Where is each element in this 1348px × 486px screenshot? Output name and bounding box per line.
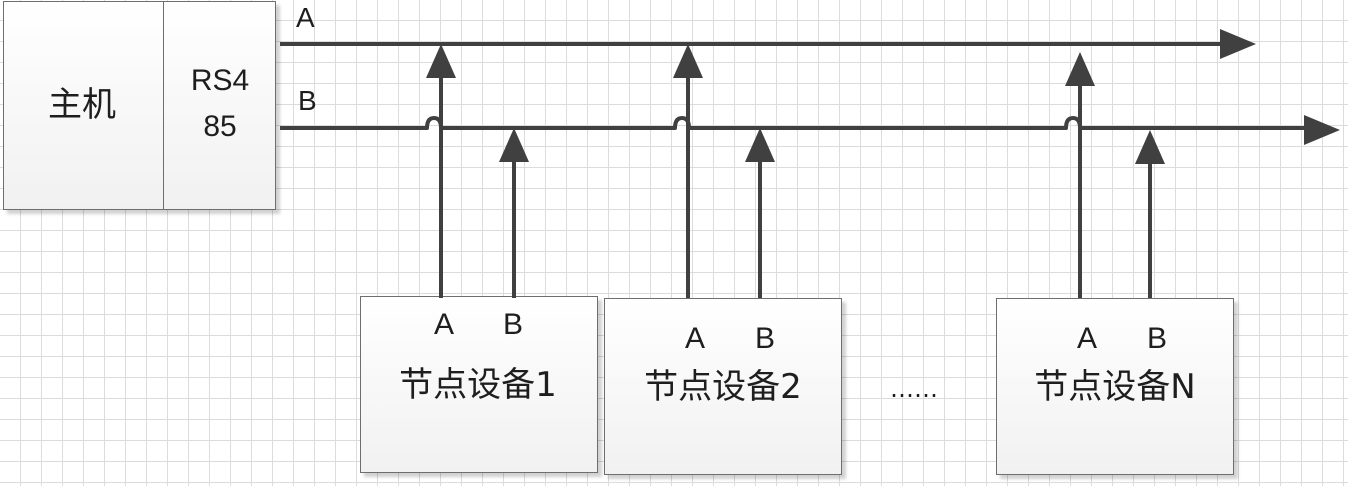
node-box-1 bbox=[360, 296, 598, 473]
host-box bbox=[3, 1, 276, 210]
node-n-pin-a: A bbox=[1076, 322, 1098, 355]
node-2-pin-b: B bbox=[754, 322, 776, 355]
node-n-name: 节点设备N bbox=[1034, 367, 1196, 407]
node-2-b-arrowhead bbox=[745, 128, 775, 162]
node-1-name: 节点设备1 bbox=[399, 365, 557, 405]
node-2-a-arrowhead bbox=[673, 44, 703, 78]
host-label: 主机 bbox=[48, 85, 116, 125]
node-2-pin-a: A bbox=[684, 322, 706, 355]
host-divider bbox=[163, 1, 164, 210]
node-n-a-arrowhead bbox=[1065, 52, 1095, 86]
node-box-n bbox=[996, 298, 1234, 475]
bus-a-arrowhead bbox=[1220, 29, 1256, 59]
bus-b-line bbox=[280, 116, 1312, 130]
node-n-pin-b: B bbox=[1146, 322, 1168, 355]
rs485-label-line1: RS4 bbox=[190, 64, 250, 97]
rs485-label-line2: 85 bbox=[203, 110, 237, 143]
node-n-b-arrowhead bbox=[1135, 130, 1165, 164]
ellipsis: …… bbox=[890, 375, 938, 403]
node-1-pin-a: A bbox=[433, 308, 455, 341]
bus-b-arrowhead bbox=[1304, 115, 1340, 145]
node-1-b-arrowhead bbox=[499, 128, 529, 162]
bus-b-label: B bbox=[298, 85, 317, 116]
bus-a-label: A bbox=[296, 2, 315, 33]
node-2-name: 节点设备2 bbox=[644, 367, 802, 407]
node-1-pin-b: B bbox=[502, 308, 524, 341]
node-1-a-arrowhead bbox=[426, 44, 456, 78]
node-box-2 bbox=[604, 298, 842, 475]
